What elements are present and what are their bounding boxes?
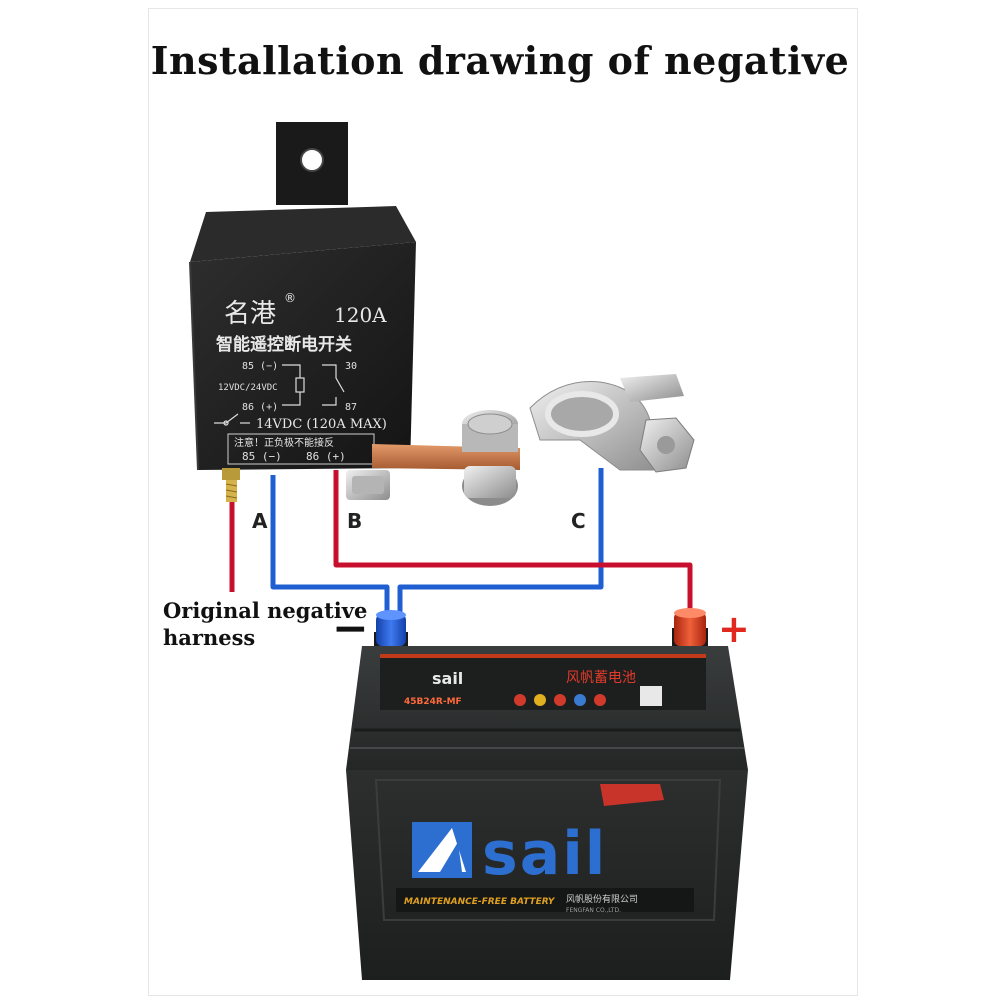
relay-brand: 名港 [224, 299, 276, 329]
relay-top-face [190, 206, 416, 262]
harness-label-line2: harness [163, 625, 256, 650]
battery-brand-cn: 风帆蓄电池 [566, 670, 636, 686]
wire-a-blue [270, 475, 390, 625]
battery-top-brand: sail [432, 669, 463, 688]
switch-symbol-icon [214, 413, 250, 426]
relay-registered-mark: ® [284, 291, 296, 305]
relay-rating: 120A [334, 303, 387, 327]
relay-product-name: 智能遥控断电开关 [216, 334, 352, 355]
relay-pin-87-label: 87 [345, 402, 357, 413]
relay-switch: 名港 ® 120A 智能遥控断电开关 85 (−) 30 12VDC/24VDC… [189, 122, 416, 502]
relay-pin-a [222, 468, 240, 502]
quality-badge-icon [600, 784, 664, 806]
relay-terminal-86: 86 (+) [306, 450, 346, 463]
sail-logo-icon [412, 822, 472, 878]
clamp-hex-nut [639, 417, 695, 473]
battery-maker: 风帆股份有限公司 [566, 893, 638, 905]
wiring [229, 468, 693, 625]
relay-voltage-label: 12VDC/24VDC [218, 383, 278, 393]
battery: sail 45B24R-MF 风帆蓄电池 sail MAINTENANC [346, 608, 748, 980]
relay-coil-schematic-icon [282, 364, 345, 406]
wire-c-blue [397, 468, 604, 625]
battery-clamp [372, 374, 695, 506]
wire-label-b: B [347, 509, 362, 533]
battery-maker-en: FENGFAN CO.,LTD. [566, 907, 621, 914]
relay-pin-86-label: 86 (+) [242, 402, 278, 413]
battery-warning-icons [514, 686, 662, 706]
relay-warning: 注意！正负极不能接反 [234, 436, 334, 449]
wire-label-c: C [571, 509, 586, 533]
relay-mount-hole [300, 148, 324, 172]
battery-model: 45B24R-MF [404, 697, 462, 707]
relay-pin-30-label: 30 [345, 361, 357, 372]
positive-sign: + [718, 607, 750, 651]
harness-label: Original negative harness [163, 597, 367, 651]
clamp-ring [545, 391, 619, 437]
relay-terminal-nut [346, 470, 390, 500]
diagram-title: Installation drawing of negative [150, 38, 850, 83]
wire-label-a: A [252, 509, 268, 533]
clamp-nut [462, 410, 518, 506]
relay-spec: 14VDC (120A MAX) [256, 417, 387, 432]
clamp-bolt [620, 374, 684, 402]
harness-label-line1: Original negative [163, 598, 368, 623]
relay-body [190, 242, 416, 470]
relay-terminal-85: 85 (−) [242, 450, 282, 463]
battery-info-strip [396, 888, 694, 912]
battery-maintenance: MAINTENANCE-FREE BATTERY [404, 897, 556, 907]
battery-brand: sail [482, 819, 607, 889]
relay-pin-85-label: 85 (−) [242, 361, 278, 372]
wire-b-red [333, 470, 693, 620]
negative-sign: − [332, 603, 369, 654]
